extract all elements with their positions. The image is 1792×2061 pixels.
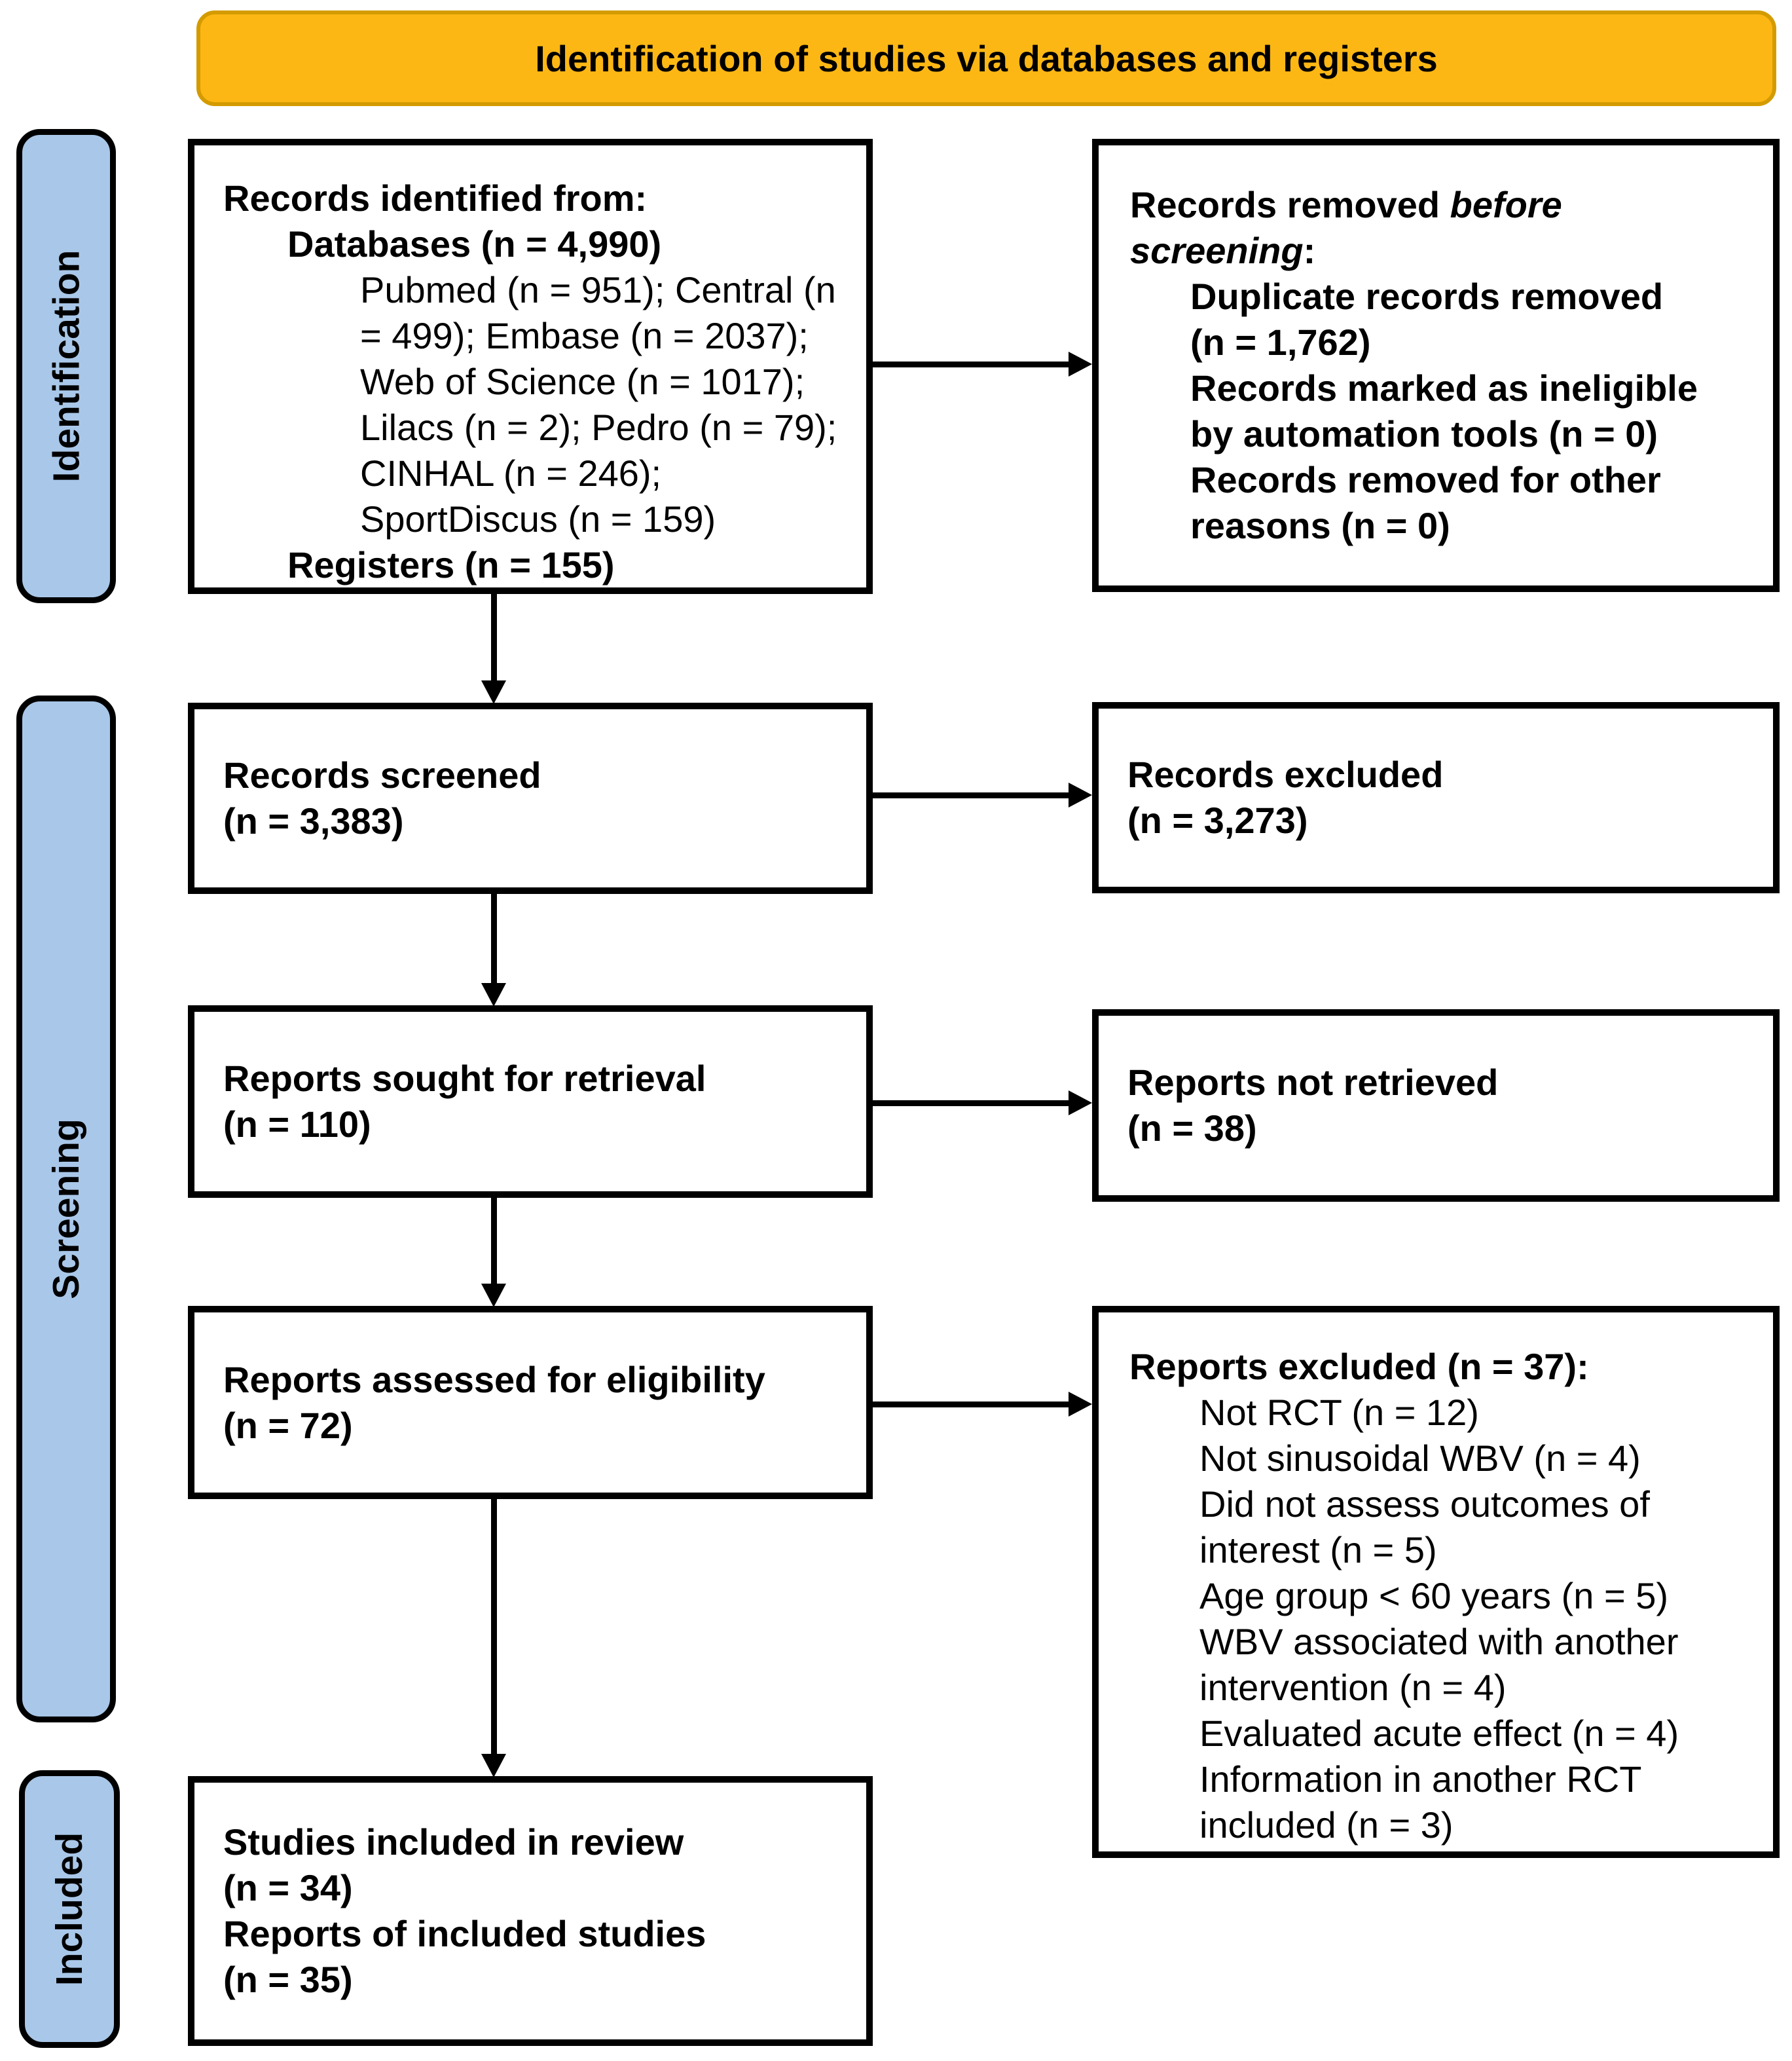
records-removed-item: Records marked as ineligible by automati… [1190,367,1698,455]
reports-assessed-text: Reports assessed for eligibility (n = 72… [223,1358,765,1446]
box-reports-not-retrieved: Reports not retrieved (n = 38) [1092,1009,1780,1202]
records-identified-databases: Databases (n = 4,990) [287,223,662,265]
records-screened-text: Records screened (n = 3,383) [223,754,541,842]
reports-excluded-item: Not sinusoidal WBV (n = 4) [1199,1438,1641,1479]
box-records-screened: Records screened (n = 3,383) [188,703,873,894]
records-excluded-text: Records excluded (n = 3,273) [1127,754,1444,841]
banner-title: Identification of studies via databases … [535,37,1438,79]
reports-excluded-item: Age group < 60 years (n = 5) [1199,1575,1668,1616]
reports-excluded-item: WBV associated with another intervention… [1199,1621,1679,1708]
reports-excluded-item: Information in another RCT included (n =… [1199,1758,1641,1846]
records-removed-item: Records removed for other reasons (n = 0… [1190,459,1661,546]
records-removed-title-emphasis: before screening [1130,184,1562,271]
stage-identification: Identification [16,129,116,603]
records-identified-databases-detail: Pubmed (n = 951); Central (n = 499); Emb… [360,269,837,540]
box-records-identified: Records identified from: Databases (n = … [188,139,873,594]
records-removed-title-suffix: : [1303,230,1316,271]
reports-excluded-title: Reports excluded (n = 37): [1129,1346,1589,1387]
box-reports-assessed: Reports assessed for eligibility (n = 72… [188,1306,873,1499]
reports-sought-text: Reports sought for retrieval (n = 110) [223,1058,706,1145]
stage-screening-label: Screening [45,1119,87,1299]
box-records-excluded: Records excluded (n = 3,273) [1092,702,1780,893]
box-records-removed-before-screening: Records removed before screening: Duplic… [1092,139,1780,592]
records-identified-registers: Registers (n = 155) [287,544,615,585]
records-removed-item: Duplicate records removed (n = 1,762) [1190,276,1664,363]
studies-included-text: Studies included in review (n = 34) Repo… [223,1821,706,2000]
reports-excluded-item: Did not assess outcomes of interest (n =… [1199,1483,1650,1570]
reports-excluded-item: Not RCT (n = 12) [1199,1392,1479,1433]
stage-screening: Screening [16,696,116,1722]
box-reports-excluded: Reports excluded (n = 37): Not RCT (n = … [1092,1306,1780,1858]
stage-identification-label: Identification [45,250,88,483]
reports-not-retrieved-text: Reports not retrieved (n = 38) [1127,1062,1499,1149]
records-identified-title: Records identified from: [223,177,648,219]
records-removed-title: Records removed before screening: [1130,182,1704,274]
phase-banner: Identification of studies via databases … [196,10,1776,106]
box-studies-included: Studies included in review (n = 34) Repo… [188,1776,873,2046]
records-removed-title-prefix: Records removed [1130,184,1450,225]
box-reports-sought: Reports sought for retrieval (n = 110) [188,1005,873,1198]
reports-excluded-item: Evaluated acute effect (n = 4) [1199,1713,1679,1754]
stage-included: Included [19,1770,120,2048]
stage-included-label: Included [48,1832,91,1986]
